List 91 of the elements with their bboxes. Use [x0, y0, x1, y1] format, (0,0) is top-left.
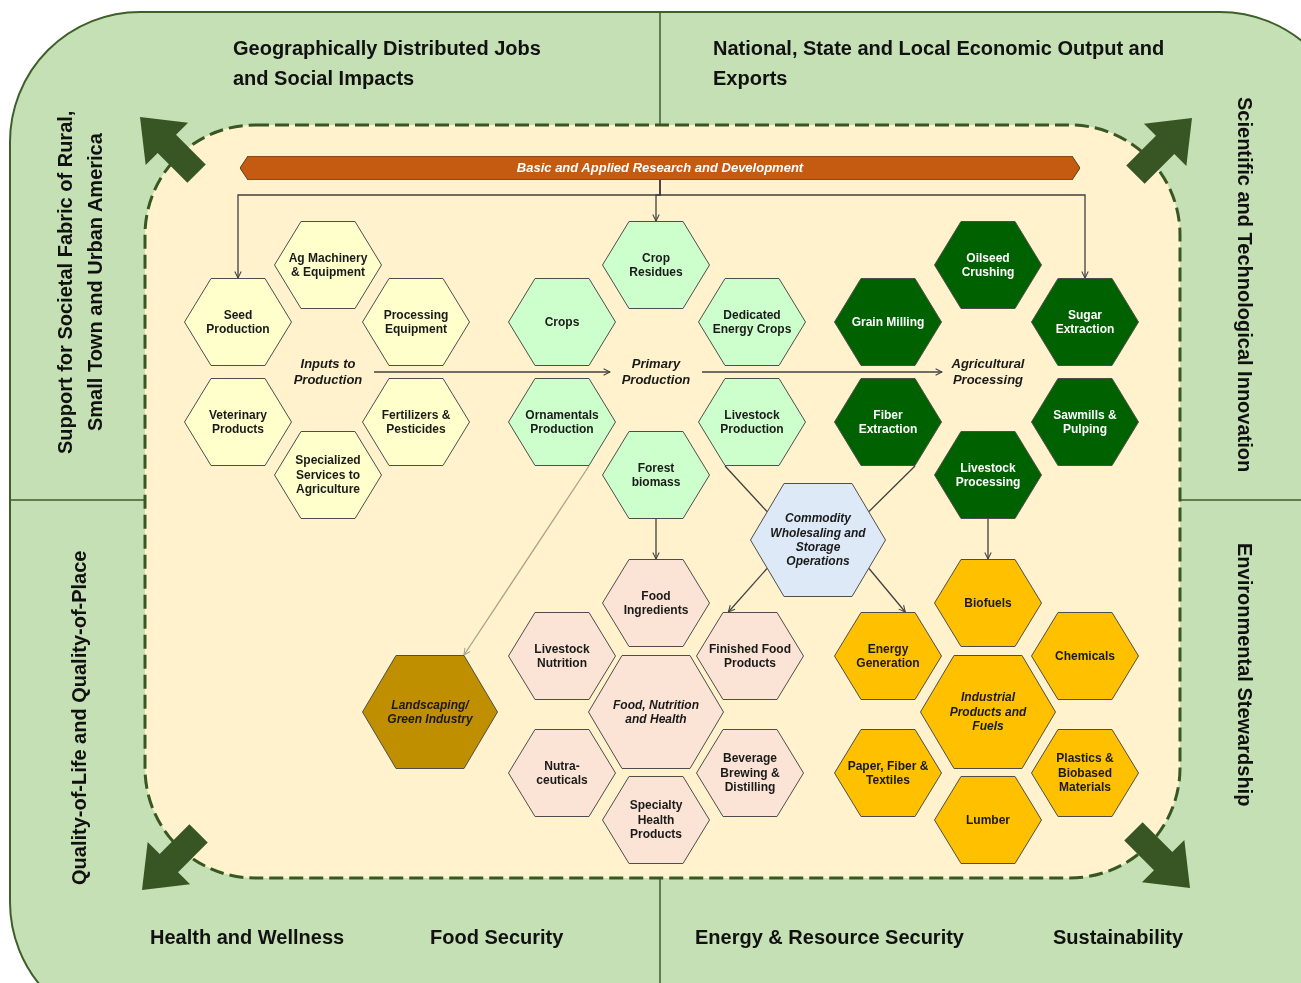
- hexagon-text: Lumber: [966, 812, 1010, 828]
- hexagon-text: Processing Equipment: [382, 307, 450, 337]
- hexagon-text: Plastics & Biobased Materials: [1055, 751, 1115, 795]
- hexagon: [602, 559, 710, 647]
- hexagon-text: Sugar Extraction: [1054, 307, 1116, 337]
- arrow: [463, 465, 590, 656]
- hexagon: [696, 729, 804, 817]
- hexagon: [834, 612, 942, 700]
- hexagon-text: Chemicals: [1055, 648, 1115, 664]
- hexagon: [602, 431, 710, 519]
- hexagon: [184, 378, 292, 466]
- research-banner: [240, 156, 1080, 180]
- hexagon: [934, 776, 1042, 864]
- hexagon-text: Livestock Production: [719, 407, 785, 437]
- hexagon: [362, 655, 498, 769]
- hexagon-text: Ornamentals Production: [524, 407, 600, 437]
- outcome-label: Food Security: [430, 925, 565, 950]
- hexagon: [698, 378, 806, 466]
- hexagon: [834, 729, 942, 817]
- cluster-label: Agricultural Processing: [942, 352, 1034, 392]
- hexagon-text: Forest biomass: [630, 460, 682, 490]
- hexagon: [508, 612, 616, 700]
- arrow: [373, 368, 611, 376]
- hexagon: [934, 221, 1042, 309]
- hexagon-text: Industrial Products and Fuels: [948, 690, 1028, 734]
- hexagon: [920, 655, 1056, 769]
- hexagon: [1031, 729, 1139, 817]
- hexagon: [1031, 378, 1139, 466]
- hexagon-text: Energy Generation: [855, 641, 921, 671]
- hexagon: [508, 729, 616, 817]
- hexagon-text: Biofuels: [964, 595, 1012, 611]
- hexagon-text: Fiber Extraction: [857, 407, 919, 437]
- hexagon: [602, 221, 710, 309]
- banner-text: Basic and Applied Research and Development: [516, 160, 804, 176]
- hexagon-text: Landscaping/ Green Industry: [386, 697, 474, 727]
- hexagon-text: Seed Production: [205, 307, 271, 337]
- hexagon: [588, 655, 724, 769]
- hexagon-text: Finished Food Products: [708, 641, 792, 671]
- hexagon: [1031, 612, 1139, 700]
- hexagon: [274, 431, 382, 519]
- hexagon-text: Food, Nutrition and Health: [612, 697, 700, 727]
- hexagon: [508, 378, 616, 466]
- hexagon-text: Dedicated Energy Crops: [711, 307, 793, 337]
- hexagon-text: Livestock Nutrition: [533, 641, 591, 671]
- cluster-label: Primary Production: [610, 352, 702, 392]
- arrow: [652, 518, 660, 560]
- hexagon: [362, 278, 470, 366]
- hexagon-text: Food Ingredients: [622, 588, 690, 618]
- arrow: [868, 567, 906, 613]
- outcome-label: Geographically Distributed Jobs and Social Impacts: [233, 36, 542, 91]
- hexagon-text: Paper, Fiber & Textiles: [846, 758, 930, 788]
- hexagon-text: Commodity Wholesaling and Storage Operations: [769, 511, 867, 569]
- hexagon-text: Nutra-ceuticals: [535, 758, 589, 788]
- hexagon: [184, 278, 292, 366]
- outcome-label: Support for Societal Fabric of Rural, Small Town and Urban America: [53, 109, 107, 457]
- hexagon: [750, 483, 886, 597]
- hexagon: [934, 431, 1042, 519]
- outcome-label: Health and Wellness: [150, 925, 346, 950]
- hexagon: [274, 221, 382, 309]
- hexagon-text: Beverage Brewing & Distilling: [719, 751, 781, 795]
- arrow: [659, 179, 1089, 279]
- arrow: [984, 518, 992, 560]
- hexagon: [508, 278, 616, 366]
- hexagon: [834, 278, 942, 366]
- arrow: [701, 368, 943, 376]
- hexagon-text: Specialized Services to Agriculture: [294, 453, 362, 497]
- hexagon-text: Crop Residues: [628, 250, 684, 280]
- outcome-label: Energy & Resource Security: [695, 925, 965, 950]
- hexagon-text: Veterinary Products: [207, 407, 268, 437]
- hexagon-text: Fertilizers & Pesticides: [380, 407, 452, 437]
- hexagon: [696, 612, 804, 700]
- hexagon: [934, 559, 1042, 647]
- outcome-label: Scientific and Technological Innovation: [1233, 96, 1257, 475]
- hexagon: [602, 776, 710, 864]
- hexagon-text: Grain Milling: [851, 314, 925, 330]
- hexagon: [698, 278, 806, 366]
- outcome-label: Environmental Stewardship: [1233, 542, 1257, 809]
- outcome-label: National, State and Local Economic Output and Exports: [713, 36, 1166, 91]
- hexagon-text: Oilseed Crushing: [960, 250, 1016, 280]
- outcome-label: Sustainability: [1053, 925, 1185, 950]
- outcome-label: Quality-of-Life and Quality-of-Place: [67, 549, 91, 887]
- hexagon-text: Ag Machinery & Equipment: [287, 250, 369, 280]
- hexagon: [834, 378, 942, 466]
- arrow: [727, 567, 768, 613]
- hexagon-text: Livestock Processing: [954, 460, 1022, 490]
- hexagon: [1031, 278, 1139, 366]
- hexagon-text: Specialty Health Products: [628, 798, 684, 842]
- hexagon: [362, 378, 470, 466]
- hexagon-text: Sawmills & Pulping: [1052, 407, 1118, 437]
- hexagon-text: Crops: [544, 314, 580, 330]
- cluster-label: Inputs to Production: [282, 352, 374, 392]
